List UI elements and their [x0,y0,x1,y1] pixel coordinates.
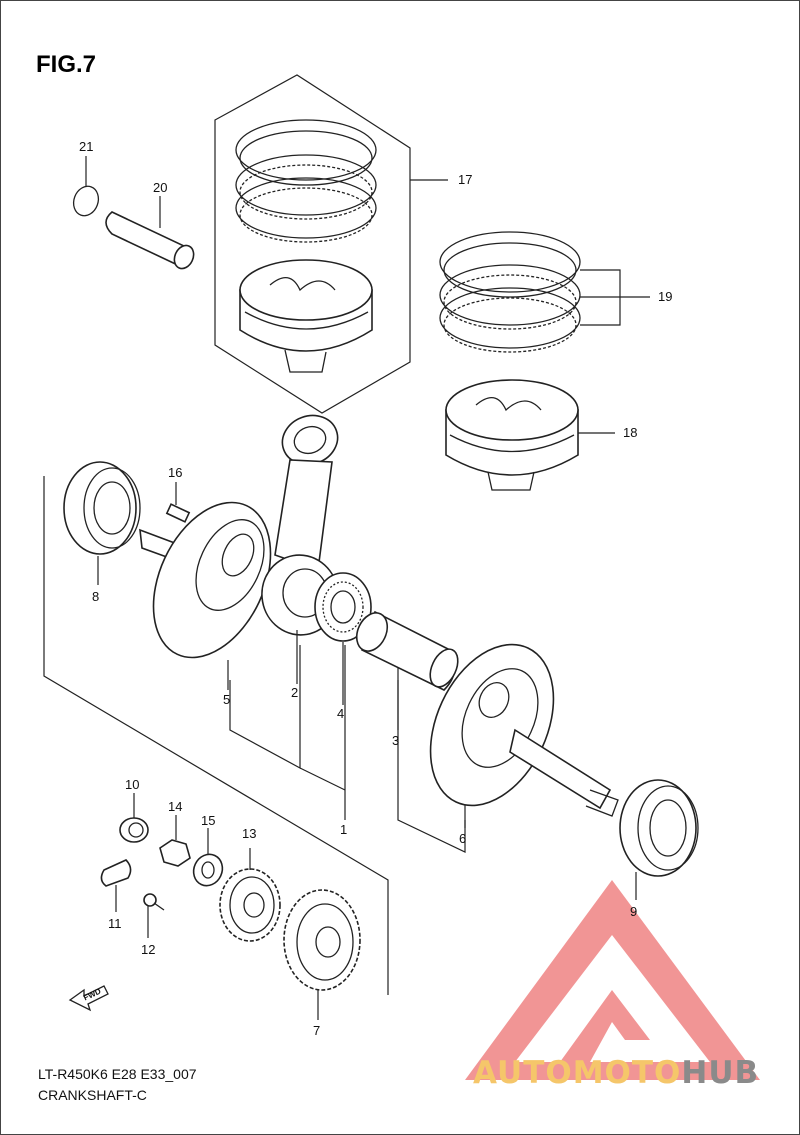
callout-9: 9 [630,904,637,919]
callout-8: 8 [92,589,99,604]
model-code: LT-R450K6 E28 E33_007 [38,1066,197,1082]
callout-13: 13 [242,826,256,841]
watermark-auto: AUTOMOTO [473,1055,681,1091]
small-parts-group: 10 14 15 11 12 13 7 [100,777,361,1038]
balancer-drive-gear-part [283,889,361,991]
watermark-hub: HUB [681,1055,759,1091]
watermark-text: AUTOMOTOHUB [473,1055,759,1091]
bearing-left-part: 8 [63,461,141,604]
figure-title: FIG.7 [36,51,96,78]
callout-10: 10 [125,777,139,792]
section-name: CRANKSHAFT-C [38,1087,147,1103]
crank-web-right-part: 6 1 [340,643,619,846]
piston-part: 18 [445,379,637,491]
callout-21: 21 [79,139,93,154]
crank-web-left-part: 5 [139,501,272,707]
callout-18: 18 [623,425,637,440]
circlip-part [72,185,100,217]
piston-kit-group: 17 [214,74,472,414]
callout-6: 6 [459,831,466,846]
screw-part [143,893,157,907]
callout-4: 4 [337,706,344,721]
callout-5: 5 [223,692,230,707]
crank-pin-part: 3 [355,610,459,748]
callout-12: 12 [141,942,155,957]
callout-17: 17 [458,172,472,187]
callout-15: 15 [201,813,215,828]
piston-kit-frame [214,74,411,414]
bearing-right-part: 9 [619,779,699,919]
watermark-logo [465,880,760,1080]
needle-bearing-part: 4 [314,572,372,721]
washer-part [192,853,224,887]
bushing-part [119,817,149,843]
fwd-arrow-icon: FWD [68,985,109,1012]
callout-16: 16 [168,465,182,480]
callout-14: 14 [168,799,182,814]
lock-plate-part [100,859,132,887]
nut-part [159,839,191,867]
callout-20: 20 [153,180,167,195]
piston-ring-set: 19 [439,231,672,353]
crankshaft-assembly-frame [43,476,466,995]
callout-11: 11 [108,916,122,931]
primary-drive-gear-part [219,868,281,942]
callout-1: 1 [340,822,347,837]
callout-7: 7 [313,1023,320,1038]
callout-19: 19 [658,289,672,304]
piston-pin-group: 21 20 [72,139,195,270]
woodruff-key-part: 16 [165,465,191,523]
callout-2: 2 [291,685,298,700]
callout-3: 3 [392,733,399,748]
